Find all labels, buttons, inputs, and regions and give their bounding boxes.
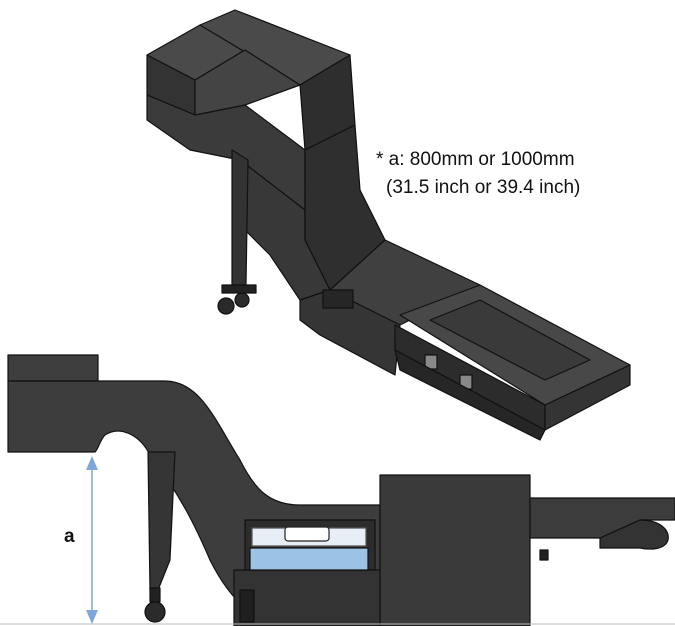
side-panel-vent xyxy=(239,589,255,623)
annotation-line-2: (31.5 inch or 39.4 inch) xyxy=(386,177,581,198)
discharge-tray-end xyxy=(544,364,631,431)
side-caster-wheel xyxy=(144,601,166,623)
caster-plate xyxy=(221,284,257,294)
side-handle xyxy=(322,289,354,309)
isometric-conveyor-view xyxy=(146,9,631,441)
conveyor-head-top xyxy=(194,49,301,116)
dimension-a-arrow xyxy=(86,456,98,624)
chip-bin-body xyxy=(249,547,369,571)
support-leg xyxy=(231,149,249,286)
side-bracket xyxy=(539,549,549,561)
dimension-a-label: a xyxy=(64,526,75,547)
tray-underside xyxy=(394,349,546,441)
dimension-a-arrowhead-bottom xyxy=(86,610,98,624)
dimension-a-arrowhead-top xyxy=(86,456,98,470)
annotation-line-1: * a: 800mm or 1000mm xyxy=(376,149,575,170)
side-support-leg xyxy=(147,451,176,591)
side-view-conveyor xyxy=(7,354,675,626)
side-discharge-roller xyxy=(599,519,669,550)
side-caster-post xyxy=(149,587,161,603)
caster-wheel-right xyxy=(234,292,250,308)
side-lower-base xyxy=(233,569,381,626)
side-main-housing xyxy=(379,474,531,626)
side-drive-box xyxy=(7,354,99,382)
discharge-tray-inner xyxy=(429,299,591,381)
chip-bin-handle xyxy=(284,526,330,542)
caster-wheel-left xyxy=(217,297,235,315)
